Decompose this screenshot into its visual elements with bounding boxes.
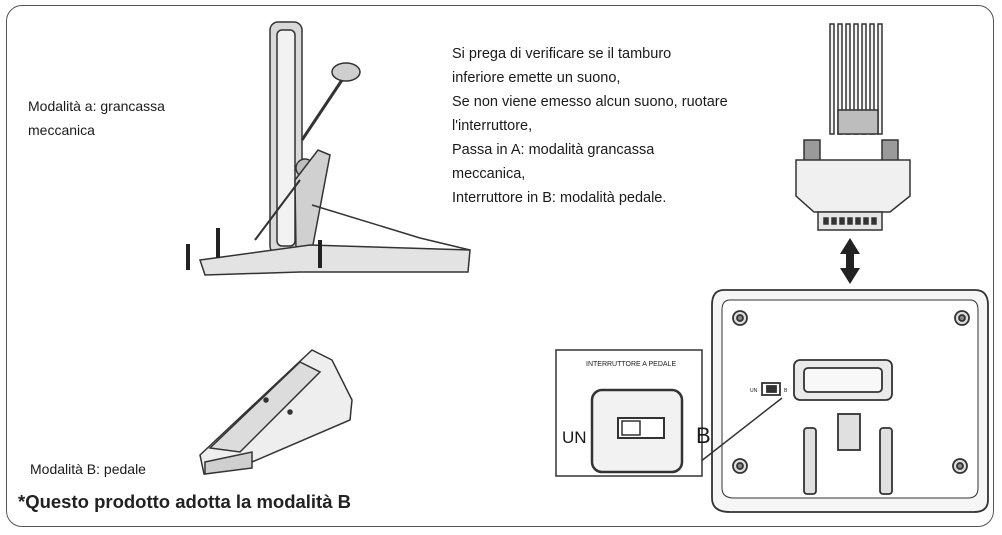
switch-left-label: UN (562, 428, 587, 447)
switch-right-label: B (696, 423, 711, 448)
small-switch-left-label: UN (750, 388, 758, 394)
cable-connector-illustration (795, 23, 911, 231)
switch-panel-title: INTERRUTTORE A PEDALE (586, 361, 677, 368)
instruction-line: Se non viene emesso alcun suono, ruotare (452, 94, 728, 110)
instructions-block: Si prega di verificare se il tamburo inf… (452, 42, 792, 210)
instruction-line: Interruttore in B: modalità pedale. (452, 190, 667, 206)
footnote: *Questo prodotto adotta la modalità B (18, 491, 352, 512)
content-frame (6, 5, 994, 527)
instruction-line: Si prega di verificare se il tamburo (452, 46, 672, 62)
switch-panel-illustration (555, 349, 703, 477)
instruction-line: inferiore emette un suono, (452, 70, 621, 86)
module-back-panel-illustration (699, 289, 989, 513)
small-switch-right-label: B (784, 388, 788, 394)
instruction-line: l'interruttore, (452, 118, 533, 134)
instruction-line: meccanica, (452, 166, 526, 182)
mode-a-label: Modalità a: grancassa meccanica (28, 98, 165, 138)
instruction-line: Passa in A: modalità grancassa (452, 142, 655, 158)
double-arrow-icon (840, 238, 860, 284)
kick-drum-illustration (186, 21, 471, 276)
pedal-illustration (199, 349, 353, 475)
mode-b-label: Modalità B: pedale (30, 461, 146, 477)
